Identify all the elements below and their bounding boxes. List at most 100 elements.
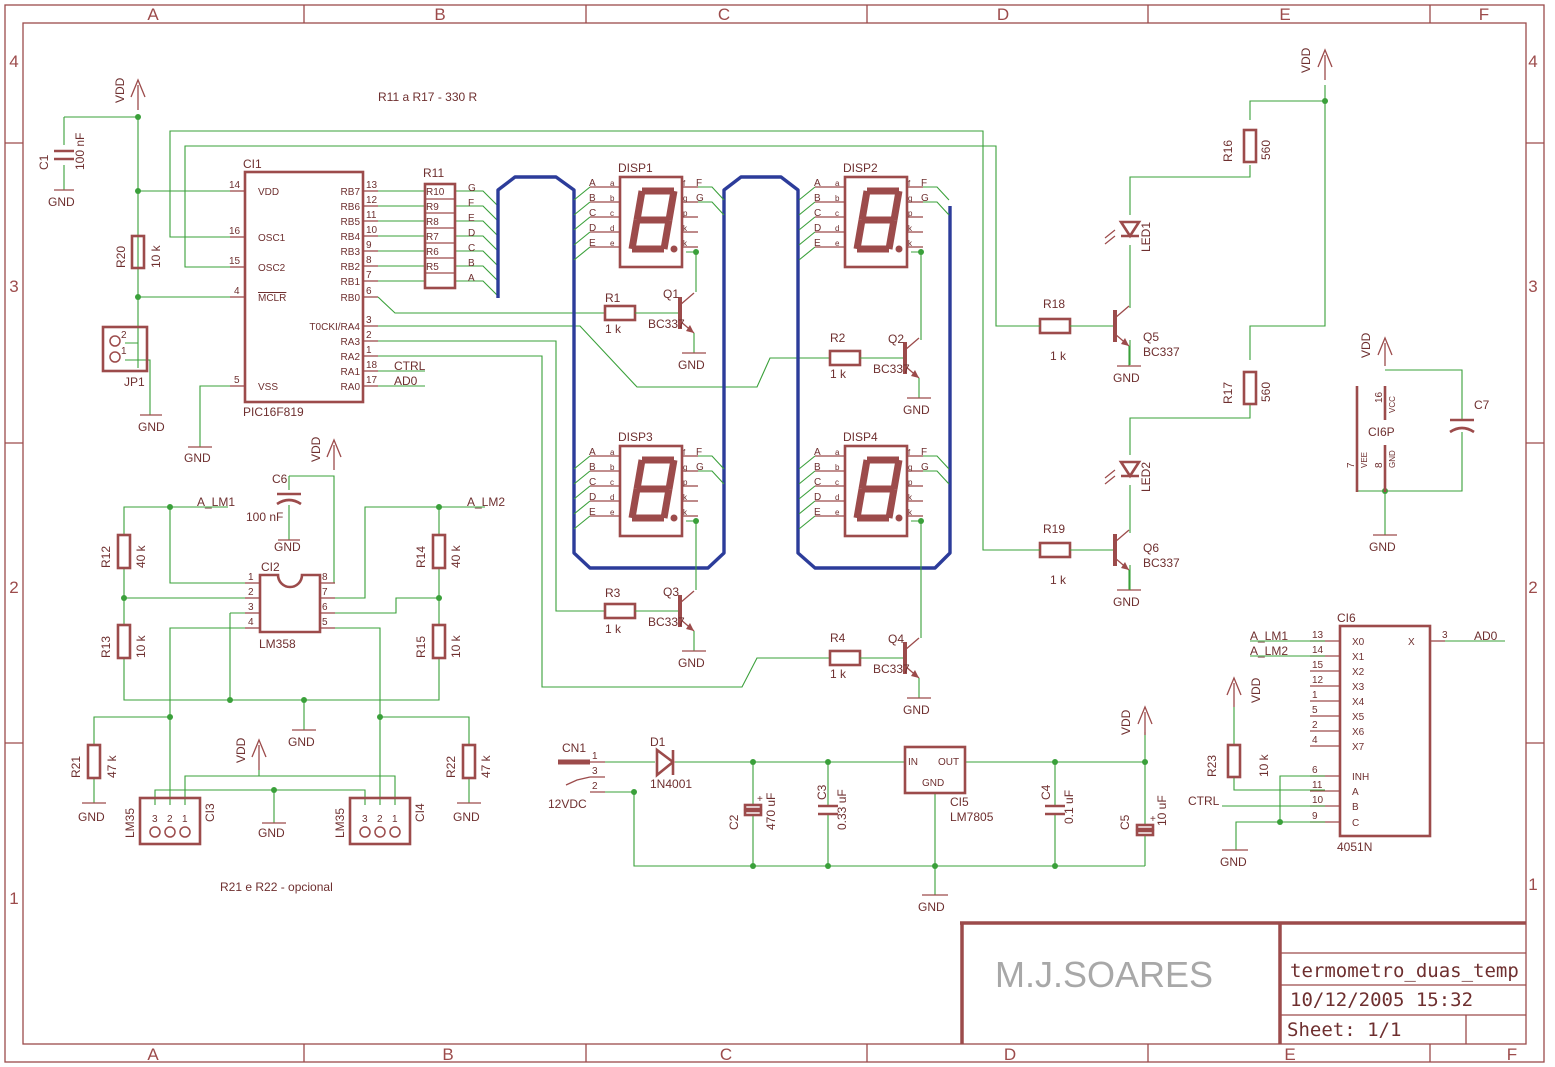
transistor-collector xyxy=(1114,305,1130,319)
display-pin-inner: a xyxy=(610,448,615,457)
display-wire xyxy=(698,201,725,216)
emitter-arrow xyxy=(1121,338,1129,346)
c7-ref: C7 xyxy=(1474,398,1490,412)
gnd-symbol: GND xyxy=(1220,849,1248,869)
gnd-label: GND xyxy=(678,656,705,670)
display-dot xyxy=(670,245,678,253)
mux-pin-name: X xyxy=(1408,637,1415,648)
resistor-ref: R16 xyxy=(1221,140,1235,162)
resistor-value: 47 k xyxy=(479,754,493,778)
display-pin-inner: e xyxy=(835,239,840,248)
display-pin-label: E xyxy=(589,238,596,249)
svg-text:+: + xyxy=(757,794,763,805)
gnd-label: GND xyxy=(288,735,315,749)
col-label-top: D xyxy=(997,5,1009,24)
display-wire xyxy=(573,186,591,201)
r11-pin: R8 xyxy=(426,217,439,228)
jp1-ref: JP1 xyxy=(124,375,145,389)
gnd-label: GND xyxy=(903,703,930,717)
display-pin-inner: g xyxy=(683,194,687,203)
emitter-arrow xyxy=(911,370,919,378)
display-pin-inner: p xyxy=(683,209,688,218)
row-label-left: 4 xyxy=(9,52,18,71)
display-segment xyxy=(665,190,678,221)
vdd-symbol: VDD xyxy=(309,436,342,470)
power-supply: CN1 1 3 2 12VDC D1 1N4001 + C2 470 uF C3… xyxy=(548,732,1169,914)
mux-pin-num: 5 xyxy=(1312,705,1318,716)
sensor-part: LM35 xyxy=(123,808,137,838)
c2-value: 470 uF xyxy=(764,793,778,830)
resistor-body xyxy=(116,533,132,570)
mcu-pin-num: 3 xyxy=(366,315,372,326)
col-label-bottom: A xyxy=(147,1045,159,1064)
resistor-array-r11: R11 R10 R9 R8 R7 R6 R5 xyxy=(423,166,457,290)
mux-pin-name: X5 xyxy=(1352,712,1365,723)
resistor-r23: R23 10 k xyxy=(1205,743,1271,779)
mcu-pin-name: VSS xyxy=(258,382,278,393)
wiring-mux xyxy=(1222,640,1505,850)
display-pin-label: B xyxy=(814,193,821,204)
display-segment xyxy=(858,190,871,221)
transistor-part: BC337 xyxy=(873,662,910,676)
ad0-net-label: AD0 xyxy=(1474,629,1498,643)
mux-pin-name: X6 xyxy=(1352,727,1365,738)
mcu-pin-name: RB7 xyxy=(341,187,361,198)
r11-pin: R7 xyxy=(426,232,439,243)
display-segment xyxy=(885,488,898,519)
mcu-pin-num: 2 xyxy=(366,330,372,341)
project-datetime: 10/12/2005 15:32 xyxy=(1290,989,1473,1011)
sensor-body xyxy=(348,796,412,846)
display-pin-inner: p xyxy=(908,209,913,218)
display-pin-label: E xyxy=(589,507,596,518)
col-label-bottom: B xyxy=(442,1045,453,1064)
mux-pin-name: INH xyxy=(1352,772,1369,783)
mcu-pin-num: 9 xyxy=(366,240,372,251)
display-pin-label: D xyxy=(589,492,596,503)
d1-part: 1N4001 xyxy=(650,777,692,791)
sensor-part: LM35 xyxy=(333,808,347,838)
vdd-label: VDD xyxy=(1249,677,1263,703)
resistor-value: 1 k xyxy=(1050,573,1067,587)
resistor-value: 10 k xyxy=(134,634,148,658)
display-wire xyxy=(798,201,816,216)
resistor-value: 1 k xyxy=(830,367,847,381)
opamp-pin-num: 3 xyxy=(248,602,254,613)
display-pin-label: B xyxy=(814,462,821,473)
cn1-ref: CN1 xyxy=(562,741,586,755)
mcu-pin-name: RB5 xyxy=(341,217,361,228)
ci6p-pin-name: GND xyxy=(1388,450,1397,468)
sensor-pin xyxy=(359,826,371,838)
display-pin-label: F xyxy=(921,447,927,458)
r20-value: 10 k xyxy=(149,244,163,268)
col-label-bottom: F xyxy=(1507,1045,1517,1064)
vdd-symbol: VDD xyxy=(113,77,146,110)
resistor-r22: R22 47 k xyxy=(444,743,493,780)
mcu-part: PIC16F819 xyxy=(243,405,304,419)
mcu-pin-name: RA1 xyxy=(341,367,361,378)
display-pin-inner: b xyxy=(835,194,840,203)
col-label-top: E xyxy=(1279,5,1290,24)
sensor-pin-num: 2 xyxy=(377,814,383,825)
transistor-collector xyxy=(679,590,695,604)
display-segment xyxy=(660,488,673,519)
display-pin-inner: k xyxy=(683,508,688,517)
r11-ref: R11 xyxy=(423,166,444,180)
emitter-arrow xyxy=(1121,562,1129,570)
resistor-ref: R15 xyxy=(414,636,428,658)
transistor-ref: Q1 xyxy=(663,287,679,301)
mcu-ci1: CI1 PIC16F819 14 16 15 4 5 VDD OSC1 OSC2… xyxy=(229,157,378,419)
mcu-pin-name: RB1 xyxy=(341,277,361,288)
vdd-symbol: VDD xyxy=(1359,332,1393,366)
display-wire xyxy=(698,455,725,470)
resistor-ref: R22 xyxy=(444,756,458,778)
led-light-icon xyxy=(1104,229,1116,245)
display-pin-inner: f xyxy=(908,448,911,457)
reg-pin-name: OUT xyxy=(938,757,959,768)
